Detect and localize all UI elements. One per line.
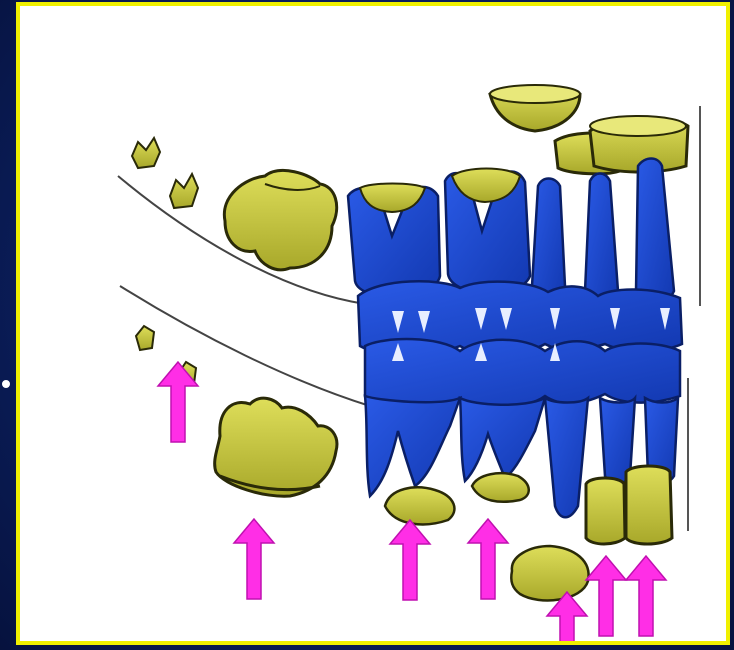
- tooth-bud-lower-small-1: [136, 326, 154, 350]
- permanent-tooth-upper-1: [348, 184, 440, 297]
- upward-arrow-icon: [468, 519, 508, 599]
- upward-arrow-icon: [586, 556, 626, 636]
- permanent-tooth-lower-1: [365, 396, 460, 496]
- permanent-crown-band: [358, 281, 682, 407]
- lower-primary-incisor-2: [626, 466, 672, 544]
- permanent-tooth-upper-3: [532, 179, 565, 302]
- permanent-tooth-upper-4: [585, 174, 618, 307]
- lower-tooth-bud-1: [385, 487, 454, 524]
- permanent-tooth-lower-3: [545, 398, 588, 517]
- upward-arrow-icon: [626, 556, 666, 636]
- permanent-tooth-upper-5: [636, 159, 674, 307]
- lower-tooth-bud-2: [472, 473, 529, 502]
- upward-arrow-icon: [390, 520, 430, 600]
- tooth-bud-upper-small-2: [170, 174, 198, 208]
- lower-tooth-bud-3: [511, 546, 588, 600]
- dental-development-diagram: [20, 6, 726, 641]
- upward-arrow-icon: [234, 519, 274, 599]
- upper-primary-crown-1: [490, 85, 580, 131]
- upper-primary-molar: [224, 171, 336, 270]
- lower-jaw-line: [120, 286, 370, 406]
- dental-diagram-frame: [16, 2, 730, 645]
- lower-primary-incisor-1: [586, 478, 625, 544]
- lower-primary-molar: [215, 398, 337, 496]
- permanent-tooth-lower-2: [460, 398, 545, 481]
- slide-bullet: [2, 380, 10, 388]
- permanent-tooth-upper-2: [445, 169, 530, 294]
- tooth-bud-upper-small-1: [132, 138, 160, 168]
